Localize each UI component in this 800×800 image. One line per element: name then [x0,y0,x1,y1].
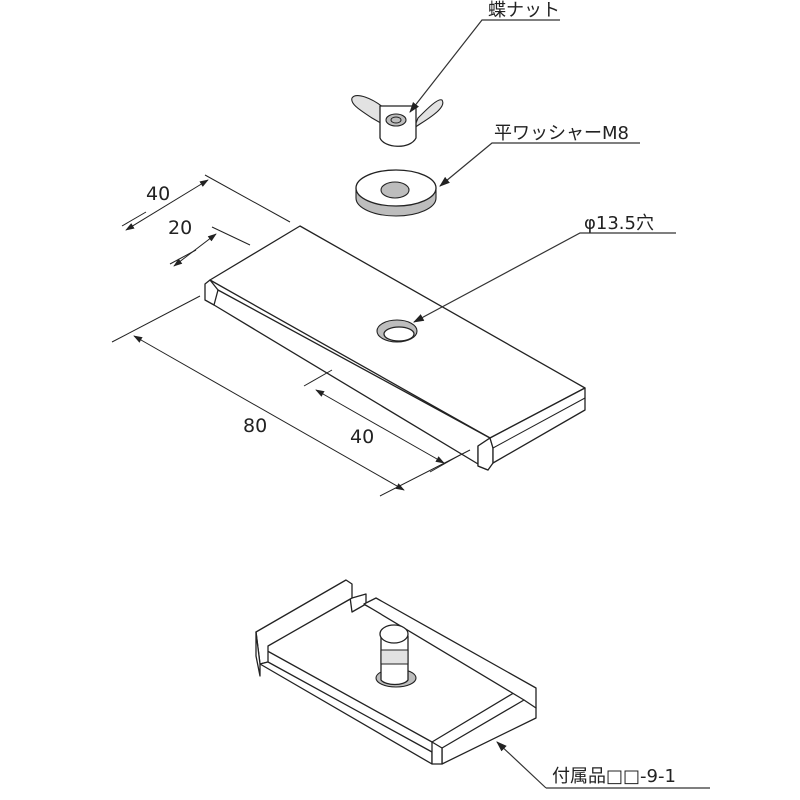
dim-width-outer: 40 [146,183,170,205]
label-wing-nut: 蝶ナット [488,0,560,21]
dim-width-inner: 20 [168,217,192,239]
accessory-channel [255,579,537,765]
label-flat-washer: 平ワッシャーM8 [494,123,629,144]
leaders [409,19,710,789]
flat-washer-hole [380,181,410,199]
dim-length-inner: 40 [350,426,374,448]
main-plate-end-edge [489,387,586,464]
dimension-lines: 40 20 80 40 [111,174,471,497]
wing-nut-thread [385,113,407,127]
label-accessory: 付属品□□-9-1 [552,766,676,787]
wing-nut [351,95,444,147]
label-hole: φ13.5穴 [584,213,654,234]
wing-nut-right-wing [413,99,444,129]
stud-top [379,624,409,644]
flat-washer [355,169,437,217]
dim-length-outer: 80 [243,415,267,437]
channel-near-wall [431,741,443,765]
